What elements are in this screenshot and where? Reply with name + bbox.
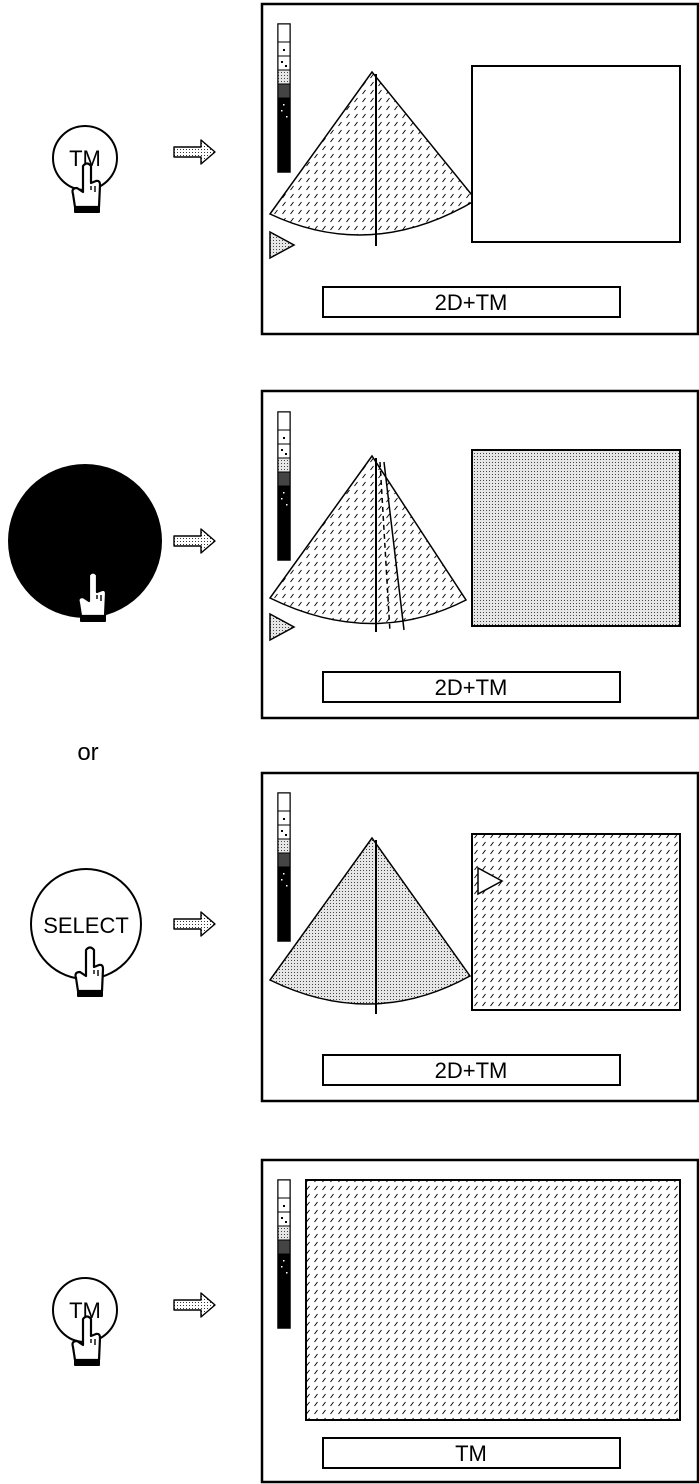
trackball[interactable] bbox=[8, 464, 162, 624]
sector-image bbox=[268, 454, 468, 625]
mode-label-box bbox=[322, 286, 621, 318]
mode-label-box bbox=[322, 1437, 621, 1469]
mode-label: 2D+TM bbox=[435, 675, 508, 700]
active-cursor-icon bbox=[269, 230, 296, 260]
step-4: TM TM bbox=[52, 1158, 699, 1484]
cursor-path-dashed bbox=[379, 461, 391, 633]
right-arrow-icon bbox=[173, 1292, 216, 1318]
tm-button[interactable]: TM bbox=[52, 125, 118, 215]
active-cursor-icon bbox=[269, 612, 296, 642]
svg-text:SELECT: SELECT bbox=[43, 913, 129, 938]
mode-label-box bbox=[322, 1054, 621, 1086]
right-arrow-icon bbox=[173, 528, 216, 554]
tm-panel bbox=[471, 449, 681, 627]
sector-image bbox=[268, 836, 472, 1005]
ultrasound-screen: 2D+TM bbox=[260, 389, 699, 720]
ultrasound-screen: 2D+TM bbox=[260, 2, 699, 336]
grayscale-bar-icon bbox=[277, 411, 291, 561]
select-button[interactable]: SELECT bbox=[30, 868, 142, 999]
ultrasound-screen: 2D+TM bbox=[260, 771, 699, 1103]
mode-label: 2D+TM bbox=[435, 290, 508, 315]
cursor-line-new bbox=[383, 461, 405, 631]
ultrasound-screen: TM bbox=[260, 1158, 699, 1484]
right-arrow-icon bbox=[173, 911, 216, 937]
grayscale-bar-icon bbox=[277, 23, 291, 173]
step-2: 2D+TM bbox=[8, 389, 699, 720]
mode-label: TM bbox=[455, 1441, 487, 1466]
step-3: SELECT 2D+TM bbox=[30, 771, 699, 1103]
tm-panel bbox=[471, 65, 681, 243]
mode-label-box bbox=[322, 671, 621, 703]
mode-label: 2D+TM bbox=[435, 1058, 508, 1083]
tm-panel bbox=[305, 1179, 681, 1421]
step-1: TM 2D+TM bbox=[52, 2, 699, 336]
tm-panel bbox=[471, 833, 681, 1011]
grayscale-bar-icon bbox=[277, 1179, 291, 1329]
active-cursor-icon bbox=[477, 866, 504, 896]
tm-button[interactable]: TM bbox=[52, 1277, 118, 1368]
sector-image bbox=[268, 70, 478, 236]
right-arrow-icon bbox=[173, 139, 216, 165]
or-connector: or bbox=[77, 739, 98, 766]
grayscale-bar-icon bbox=[277, 792, 291, 942]
